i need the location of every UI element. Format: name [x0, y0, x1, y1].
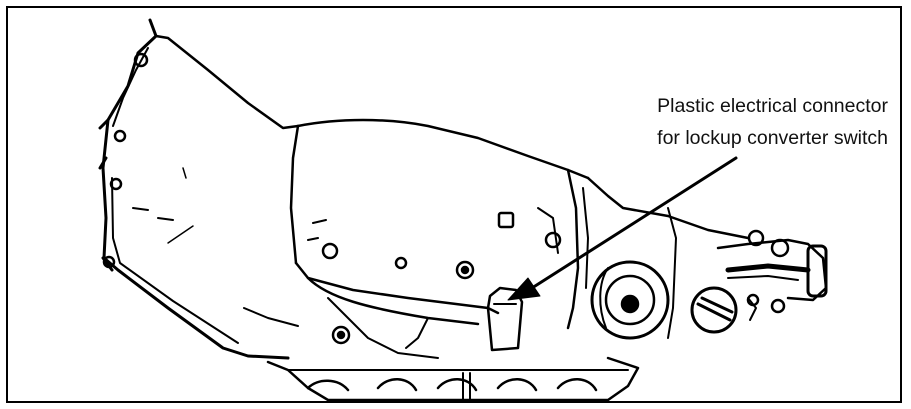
diagram-frame: Plastic electrical connector for lockup …: [6, 6, 902, 403]
oil-pan: [266, 356, 640, 401]
leader-arrow: [507, 156, 738, 301]
main-case: [132, 118, 590, 359]
bell-housing: [98, 18, 300, 360]
connector-callout: Plastic electrical connector for lockup …: [588, 90, 888, 154]
callout-line-2: for lockup converter switch: [657, 127, 888, 149]
transmission-illustration: [98, 18, 828, 401]
lockup-switch-connector: [486, 286, 524, 352]
extension-housing: [537, 168, 828, 340]
callout-line-1: Plastic electrical connector: [657, 95, 888, 117]
